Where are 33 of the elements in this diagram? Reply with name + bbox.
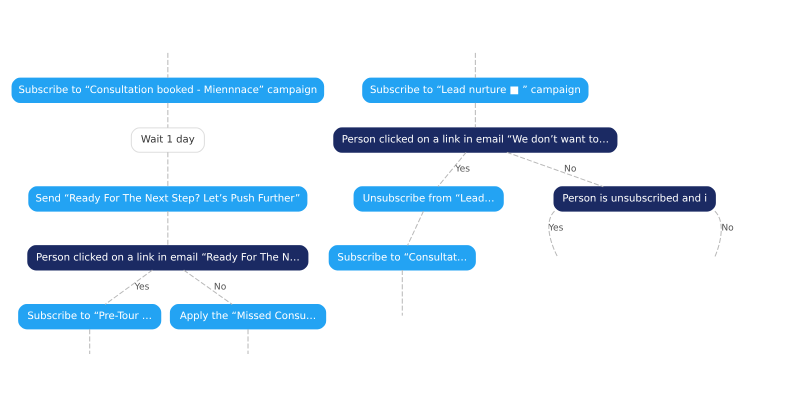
connector	[548, 210, 558, 257]
edge-label: No	[721, 224, 734, 234]
edge-label: No	[214, 282, 226, 292]
connector	[474, 52, 476, 78]
node-box: Subscribe to “Lead nurture ■ ” campaign	[362, 78, 589, 104]
connector	[474, 102, 476, 128]
connector	[104, 270, 153, 305]
node-box: Subscribe to “Consultation booked - Miennnace” campaign	[12, 78, 324, 104]
edge-label: Yes	[455, 164, 470, 175]
edge-label: Yes	[548, 224, 564, 234]
node-box: Subscribe to “Consultat…	[328, 245, 476, 270]
edge-label: Yes	[134, 282, 150, 292]
connector	[167, 102, 168, 128]
connector	[248, 329, 249, 354]
node-box: Person is unsubscribed and i	[554, 186, 716, 212]
connector	[407, 210, 424, 246]
connector	[183, 270, 232, 305]
connector	[402, 270, 403, 316]
node-box: Send “Ready For The Next Step? Let’s Push Further”	[28, 186, 308, 212]
connector	[167, 211, 168, 246]
connector	[437, 152, 467, 188]
connector	[167, 152, 168, 187]
connector	[167, 52, 168, 78]
edge-label: No	[564, 164, 576, 175]
connector	[506, 152, 604, 188]
node-box: Subscribe to “Pre-Tour …	[18, 304, 162, 330]
node-box: Wait 1 day	[130, 127, 205, 153]
connector	[89, 329, 90, 354]
connector	[714, 210, 722, 257]
node-box: Apply the “Missed Consu…	[170, 304, 326, 330]
node-box: Unsubscribe from “Lead…	[354, 186, 504, 212]
node-box: Person clicked on a link in email “Ready For The N…	[27, 245, 308, 270]
node-box: Person clicked on a link in email “We don’t want to…	[333, 127, 618, 153]
